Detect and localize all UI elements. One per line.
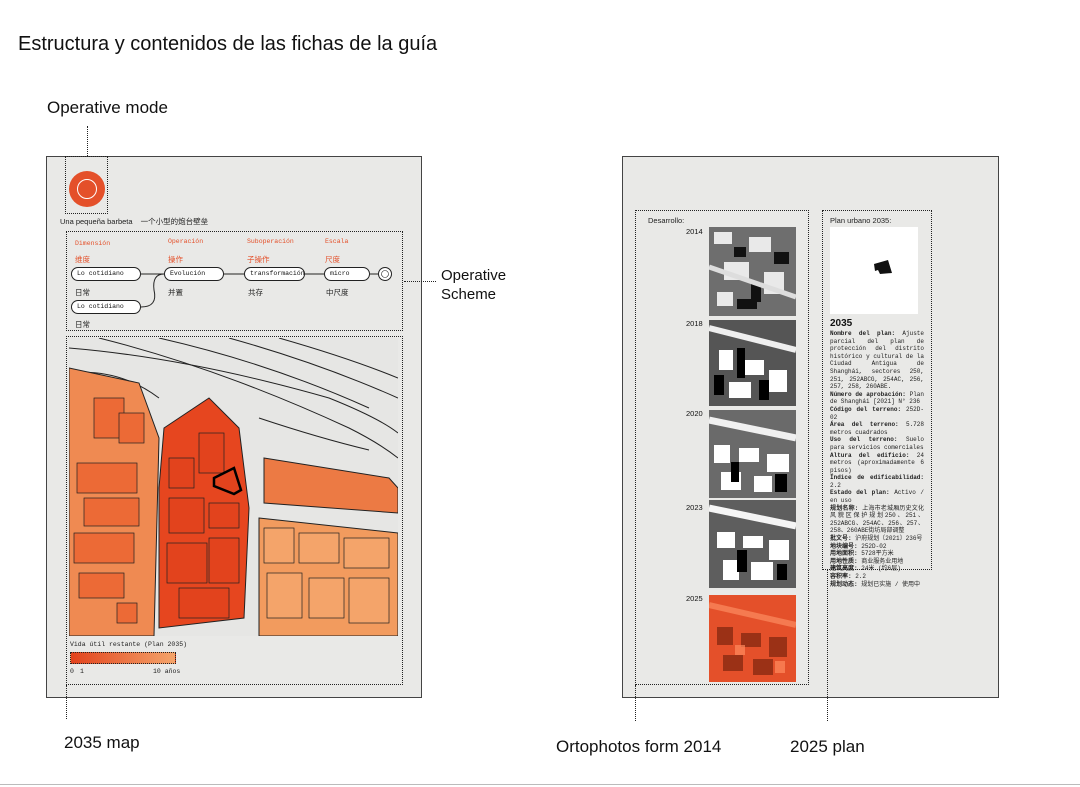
leader-line <box>404 281 436 282</box>
header-suboperation-zh: 子操作 <box>247 255 270 264</box>
legend-gradient-bar <box>70 652 176 664</box>
leader-line <box>635 685 636 721</box>
plan-field: Altura del edificio: 24 metros (aproxima… <box>830 451 924 474</box>
year-2025: 2025 <box>686 594 703 603</box>
caption-zh: 一个小型的炮台壁垒 <box>140 217 209 226</box>
leader-line <box>827 570 828 721</box>
plan-box <box>822 210 932 570</box>
leader-line <box>87 126 88 156</box>
right-sheet <box>622 156 999 698</box>
plan-field: 容积率: 2.2 <box>830 573 867 580</box>
callout-2035-map: 2035 map <box>64 733 140 752</box>
plan-field: 批文号: 沪府规划〔2021〕236号 <box>830 535 923 543</box>
plan-field: 用地性质: 商业服务业用地 <box>830 557 904 565</box>
orthophoto-2020 <box>709 410 796 498</box>
header-scale: Escala <box>325 238 349 245</box>
pill-scale-sub: 中尺度 <box>326 288 349 297</box>
header-scale-zh: 尺度 <box>325 255 340 264</box>
legend-title: Vida útil restante (Plan 2035) <box>70 641 188 648</box>
leader-line <box>66 685 67 719</box>
legend-min: 0 <box>70 668 74 675</box>
pill-operation: Evolución <box>164 267 224 281</box>
orthophoto-2018 <box>709 320 796 406</box>
callout-orthophotos: Ortophotos form 2014 <box>556 737 722 756</box>
page-title: Estructura y contenidos de las fichas de… <box>18 33 438 55</box>
header-dimension-zh: 维度 <box>75 255 90 264</box>
plan-field: 规划名称: 上海市老城厢历史文化风貌区保护规划250、251、252ABCG、2… <box>830 504 924 535</box>
map-2035 <box>69 338 398 636</box>
header-suboperation: Suboperación <box>247 238 294 245</box>
year-2020: 2020 <box>686 409 703 418</box>
header-operation: Operación <box>168 238 204 245</box>
plan-field: Estado del plan: Activo / en uso <box>830 489 924 505</box>
plan-field: Nombre del plan: Ajuste parcial del plan… <box>830 330 924 391</box>
orthophoto-2023 <box>709 500 796 588</box>
desarrollo-label: Desarrollo: <box>648 216 685 225</box>
year-2014: 2014 <box>686 227 703 236</box>
orthophoto-2014 <box>709 227 796 316</box>
callout-operative-mode: Operative mode <box>47 98 168 117</box>
orthophoto-2025 <box>709 595 796 682</box>
header-dimension: Dimensión <box>75 240 111 247</box>
header-operation-zh: 操作 <box>168 255 183 264</box>
pill-dimension-sub: 日常 <box>75 288 90 297</box>
operative-scheme-box <box>66 231 403 331</box>
plan-field: 建筑高度: 24米 (约6层) <box>830 565 901 573</box>
desarrollo-box <box>635 210 809 685</box>
plan-field: Área del terreno: 5.728 metros cuadrados <box>830 421 924 436</box>
operative-mode-box <box>65 156 108 214</box>
pill-dimension-2-sub: 日常 <box>75 320 90 329</box>
plan-site-thumbnail <box>830 227 918 314</box>
pill-suboperation-sub: 共存 <box>248 288 263 297</box>
pill-operation-sub: 并置 <box>168 288 183 297</box>
plan-field: Índice de edificabilidad: 2.2 <box>830 474 924 489</box>
caption-es: Una pequeña barbeta <box>60 217 133 226</box>
plan-year: 2035 <box>830 318 853 329</box>
callout-2025-plan: 2025 plan <box>790 737 865 756</box>
year-2023: 2023 <box>686 503 703 512</box>
plan-field: 规划动态: 规划已实施 / 使用中 <box>830 580 921 588</box>
pill-scale: micro <box>324 267 370 281</box>
plan-field: Uso del terreno: Suelo para servicios co… <box>830 436 924 451</box>
pill-dimension: Lo cotidiano <box>71 267 141 281</box>
year-2018: 2018 <box>686 319 703 328</box>
plan-field: 地块编号: 252D-02 <box>830 542 887 550</box>
legend-max: 10 años <box>153 668 181 675</box>
callout-operative-scheme: Operative Scheme <box>441 267 507 303</box>
pill-suboperation: transformación <box>244 267 305 281</box>
plan-field: Código del terreno: 252D-02 <box>830 405 924 421</box>
map-box <box>66 336 403 685</box>
bottom-divider <box>0 784 1080 785</box>
plan-fields: Nombre del plan: Ajuste parcial del plan… <box>830 330 924 588</box>
pill-dimension-2: Lo cotidiano <box>71 300 141 314</box>
legend-min-2: 1 <box>80 668 84 675</box>
barbette-circle-icon <box>69 171 105 207</box>
plan-label: Plan urbano 2035: <box>830 216 892 225</box>
scheme-connectors <box>140 267 392 308</box>
plan-field: Número de aprobación: Plan de Shanghái [… <box>830 390 924 406</box>
plan-field: 用地面积: 5728平方米 <box>830 550 894 558</box>
